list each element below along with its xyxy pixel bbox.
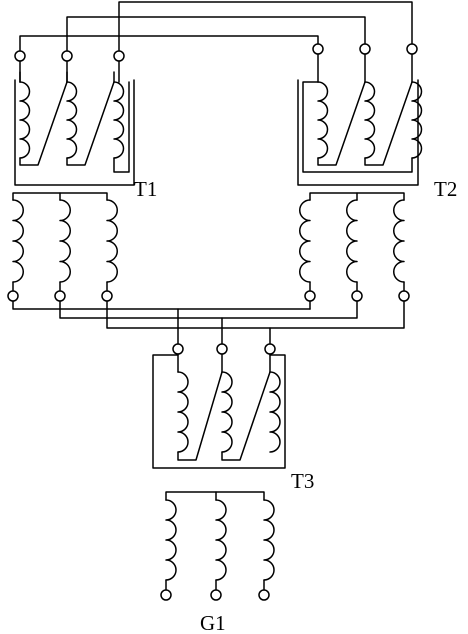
mid-bus-c: [106, 300, 405, 329]
t3-coil: [269, 371, 281, 453]
t1-secondary-terminal: [61, 50, 73, 62]
t1-delta-link: [66, 81, 115, 166]
t2-core-frame: [297, 79, 419, 186]
top-bus-a: [19, 35, 319, 52]
t3-coil: [221, 371, 233, 453]
t1-delta-link: [113, 81, 130, 173]
transformer-t1-label: T1: [134, 177, 157, 201]
mid-bus-b: [59, 300, 358, 319]
t1-secondary-terminal: [113, 50, 125, 62]
t2-primary-coil: [393, 199, 405, 283]
t2-secondary-terminal: [312, 43, 324, 55]
generator-g1-label: G1: [200, 611, 226, 634]
t3-terminal: [216, 343, 228, 355]
t1-primary-terminal: [101, 290, 113, 302]
transformer-t2-label: T2: [434, 177, 457, 201]
t2-primary-terminal: [351, 290, 363, 302]
t2-secondary-coil: [317, 81, 329, 159]
g1-terminal: [160, 589, 172, 601]
g1-neutral-bus: [165, 491, 265, 501]
t1-core-frame: [14, 79, 135, 186]
g1-coil: [263, 499, 275, 581]
t3-core-frame: [152, 354, 286, 469]
t3-delta-link: [221, 371, 271, 461]
t2-secondary-terminal: [359, 43, 371, 55]
t2-primary-coil: [346, 199, 358, 283]
t2-primary-coil: [299, 199, 311, 283]
t1-secondary-coil: [66, 81, 78, 159]
t1-primary-terminal: [54, 290, 66, 302]
t2-delta-link: [364, 81, 413, 166]
t3-delta-link: [177, 371, 223, 461]
t3-terminal: [172, 343, 184, 355]
t3-coil: [177, 371, 189, 453]
t2-delta-link: [302, 81, 413, 173]
g1-coil: [165, 499, 177, 581]
t1-secondary-terminal: [14, 50, 26, 62]
mid-bus-a: [12, 300, 179, 345]
t2-primary-terminal: [398, 290, 410, 302]
t2-secondary-terminal: [406, 43, 418, 55]
transformer-t3-label: T3: [291, 469, 314, 493]
t1-secondary-coil: [113, 81, 125, 159]
g1-terminal: [258, 589, 270, 601]
top-bus-c: [118, 1, 413, 52]
t1-primary-coil: [12, 199, 24, 283]
t1-primary-coil: [59, 199, 71, 283]
top-bus-b: [66, 16, 366, 52]
t2-secondary-coil: [364, 81, 376, 159]
t2-primary-terminal: [304, 290, 316, 302]
t1-primary-terminal: [7, 290, 19, 302]
t3-terminal: [264, 343, 276, 355]
t1-delta-link: [19, 81, 68, 166]
g1-terminal: [210, 589, 222, 601]
g1-coil: [215, 499, 227, 581]
t2-delta-link: [317, 81, 366, 166]
t2-secondary-coil: [411, 81, 423, 159]
t1-primary-coil: [106, 199, 118, 283]
t1-secondary-coil: [19, 81, 31, 159]
